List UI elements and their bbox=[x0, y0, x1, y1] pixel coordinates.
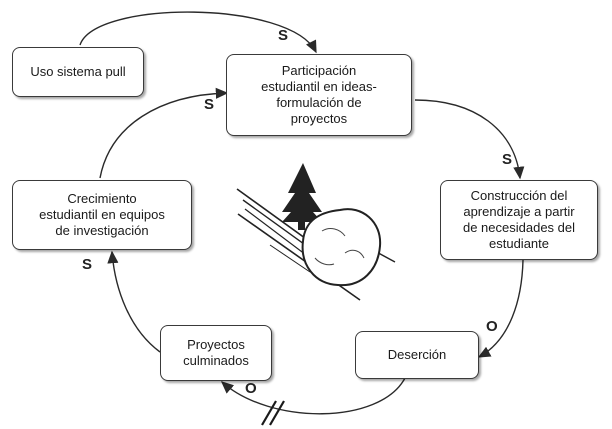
arrow-participacion-to-construccion bbox=[414, 99, 525, 180]
node-uso-sistema-pull: Uso sistema pull bbox=[12, 47, 144, 97]
snowball-rolling-downhill-icon bbox=[236, 163, 396, 301]
node-crecimiento: Crecimiento estudiantil en equipos de in… bbox=[12, 180, 192, 250]
node-proyectos-culminados: Proyectos culminados bbox=[160, 325, 272, 381]
link-label-crecimiento-to-participacion: S bbox=[204, 96, 215, 113]
node-desercion: Deserción bbox=[355, 331, 479, 379]
arrow-crecimiento-to-participacion bbox=[99, 87, 229, 179]
arrow-proyectos-to-crecimiento bbox=[107, 250, 161, 353]
link-label-participacion-to-construccion: S bbox=[502, 151, 513, 168]
link-label-proyectos-to-crecimiento: S bbox=[82, 256, 93, 273]
node-construccion: Construcción del aprendizaje a partir de… bbox=[440, 180, 598, 260]
node-participacion: Participación estudiantil en ideas- form… bbox=[226, 54, 412, 136]
link-label-desercion-to-proyectos: O bbox=[245, 380, 257, 397]
arrow-desercion-to-proyectos bbox=[220, 377, 406, 415]
arrow-uso-to-participacion bbox=[79, 11, 317, 54]
double-slash-delay-icon bbox=[261, 400, 285, 426]
link-label-construccion-to-desercion: O bbox=[486, 318, 498, 335]
arrow-construccion-to-desercion bbox=[477, 259, 524, 358]
link-label-uso-to-participacion: S bbox=[278, 27, 289, 44]
